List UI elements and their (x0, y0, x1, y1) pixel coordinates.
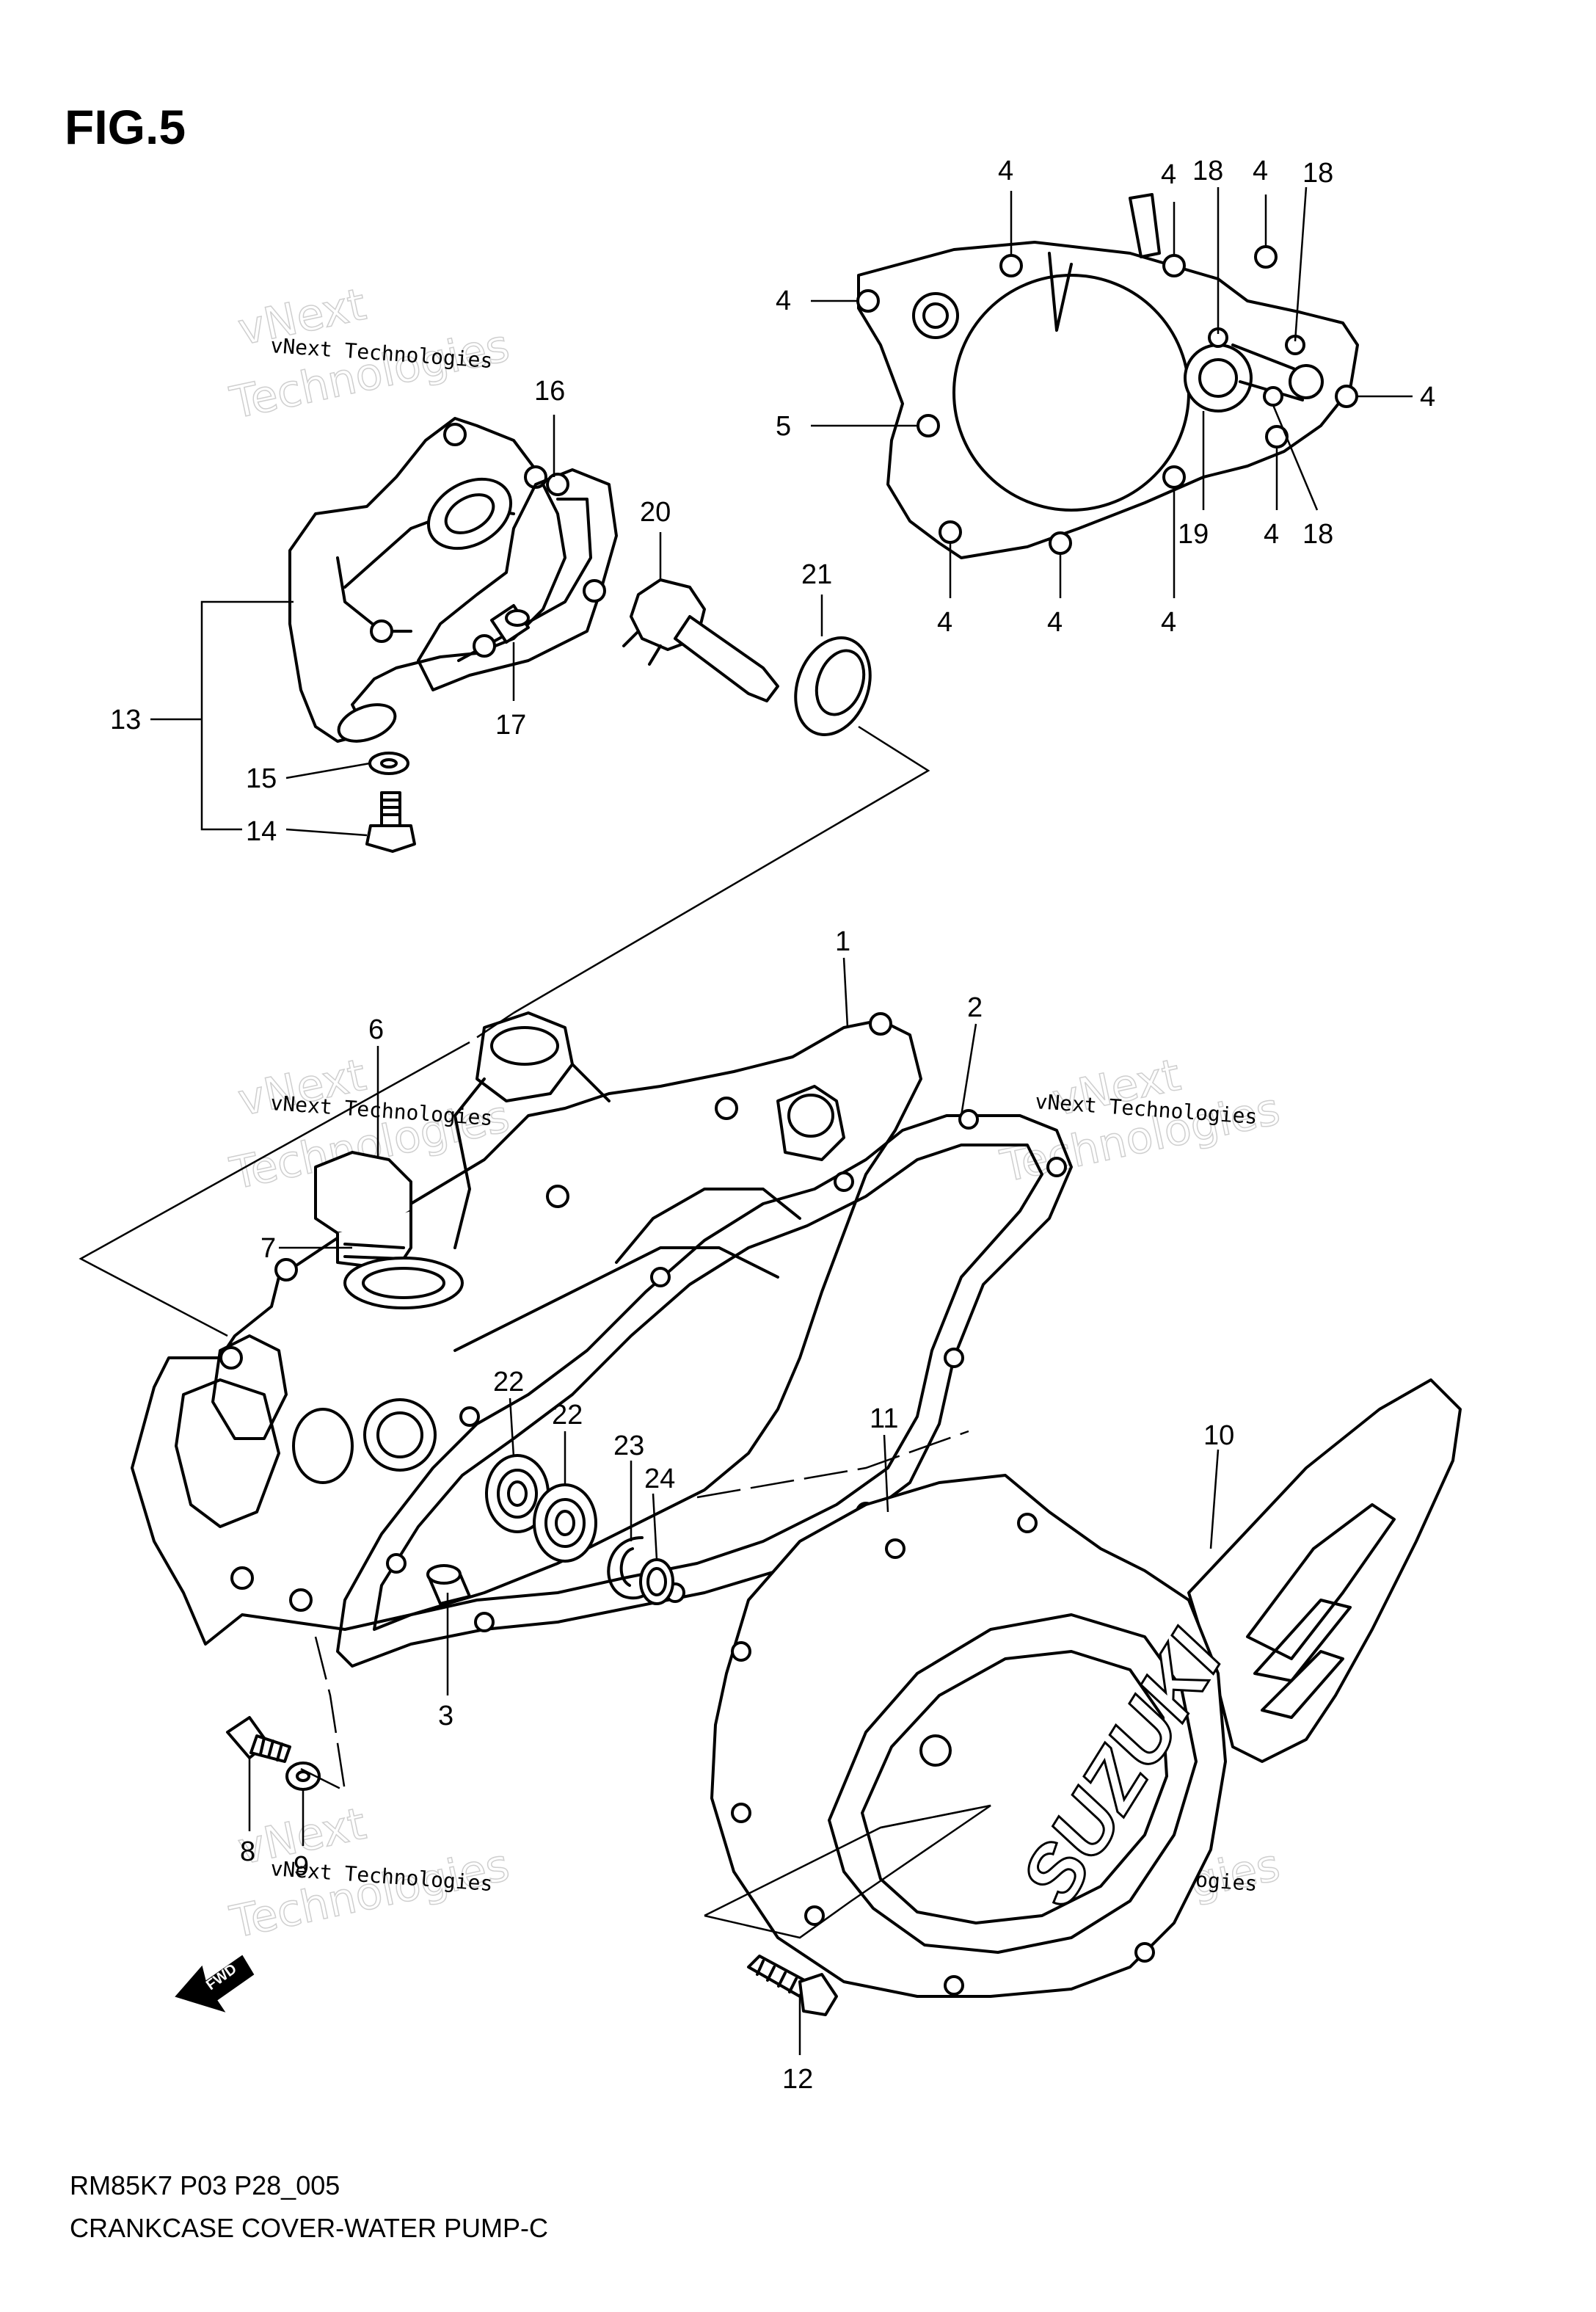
callout-13: 13 (110, 705, 141, 735)
callout-17: 17 (495, 710, 526, 741)
callout-18: 18 (1302, 158, 1333, 189)
callout-11: 11 (870, 1403, 898, 1434)
washer-15 (368, 752, 409, 775)
callout-4: 4 (998, 156, 1013, 186)
bolt-14 (365, 791, 416, 853)
impeller-20 (622, 578, 779, 702)
callout-4: 4 (1161, 159, 1176, 190)
callout-4: 4 (1420, 382, 1435, 412)
callout-22: 22 (552, 1400, 583, 1431)
callout-1: 1 (835, 926, 850, 957)
callout-7: 7 (260, 1233, 276, 1264)
model-code: RM85K7 P03 P28_005 (70, 2170, 340, 2200)
callouts: 4 4 18 4 18 4 4 5 19 4 18 4 4 4 16 20 21… (110, 156, 1435, 2095)
watermark-bottom-left: vNext Technologies vNext Technologies (225, 1797, 514, 1949)
callout-14: 14 (246, 816, 277, 847)
callout-4: 4 (776, 286, 791, 316)
crankcase-cover (131, 1011, 922, 1646)
callout-23: 23 (613, 1431, 644, 1461)
fwd-arrow-icon: FWD (175, 1955, 255, 2013)
callout-8: 8 (240, 1836, 255, 1867)
callout-15: 15 (246, 763, 277, 794)
callout-19: 19 (1178, 519, 1209, 550)
clutch-cover-11: SUZUKI (710, 1474, 1242, 1998)
callout-12: 12 (782, 2064, 813, 2095)
bearing-22b (533, 1483, 597, 1563)
callout-21: 21 (801, 559, 832, 590)
leader-lines (248, 186, 1413, 2055)
dowel-pin-3 (426, 1564, 471, 1605)
callout-4: 4 (1161, 607, 1176, 638)
callout-20: 20 (640, 497, 671, 528)
callout-4: 4 (1253, 156, 1268, 186)
callout-4: 4 (1047, 607, 1063, 638)
callout-5: 5 (776, 411, 791, 442)
oil-filler-plug-6 (314, 1151, 412, 1271)
o-ring-7 (343, 1257, 464, 1309)
callout-4: 4 (937, 607, 952, 638)
bolt-12 (747, 1955, 838, 2016)
callout-18: 18 (1302, 519, 1333, 550)
bolt-8 (226, 1716, 291, 1763)
washer-24 (639, 1558, 674, 1605)
callout-10: 10 (1203, 1420, 1234, 1451)
callout-2: 2 (967, 992, 983, 1023)
callout-24: 24 (644, 1464, 675, 1494)
callout-18: 18 (1192, 156, 1223, 186)
figure-title: FIG.5 (65, 100, 186, 154)
water-pump-gasket (417, 468, 618, 691)
callout-4: 4 (1264, 519, 1279, 550)
callout-3: 3 (438, 1701, 453, 1731)
sprocket-cover-10 (1187, 1378, 1462, 1763)
callout-16: 16 (534, 376, 565, 407)
callout-6: 6 (368, 1014, 384, 1045)
assembly-guides (79, 600, 991, 1939)
callout-22: 22 (493, 1367, 524, 1397)
water-pump-cover (288, 417, 566, 743)
oil-seal-21 (794, 636, 872, 736)
dowel-pin-17 (490, 604, 530, 644)
watermark-top-left: vNext Technologies vNext Technologies (225, 278, 514, 430)
diagram-caption: CRANKCASE COVER-WATER PUMP-C (70, 2213, 548, 2243)
callout-9: 9 (294, 1851, 309, 1882)
cover-inner-view (856, 193, 1359, 559)
